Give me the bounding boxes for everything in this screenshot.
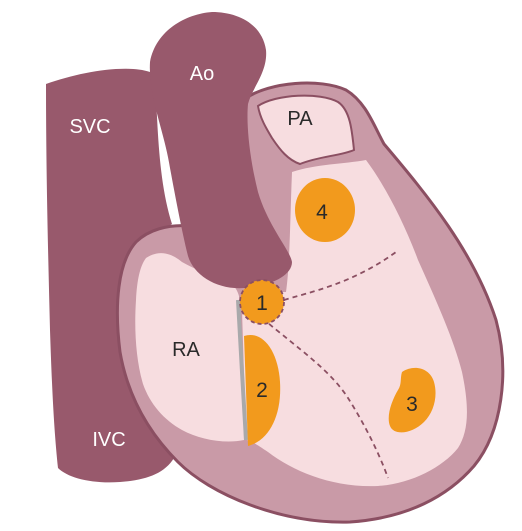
svg-text:4: 4 — [316, 201, 328, 224]
label-ivc: IVC — [92, 429, 125, 451]
svg-text:1: 1 — [256, 292, 268, 315]
marker-4: 4 — [295, 178, 355, 242]
label-pa: PA — [287, 108, 313, 130]
svg-text:2: 2 — [256, 379, 268, 402]
svg-text:3: 3 — [406, 393, 418, 416]
label-svc: SVC — [69, 116, 110, 138]
label-ra: RA — [172, 339, 200, 361]
marker-1: 1 — [240, 280, 284, 324]
label-ao: Ao — [190, 63, 214, 85]
